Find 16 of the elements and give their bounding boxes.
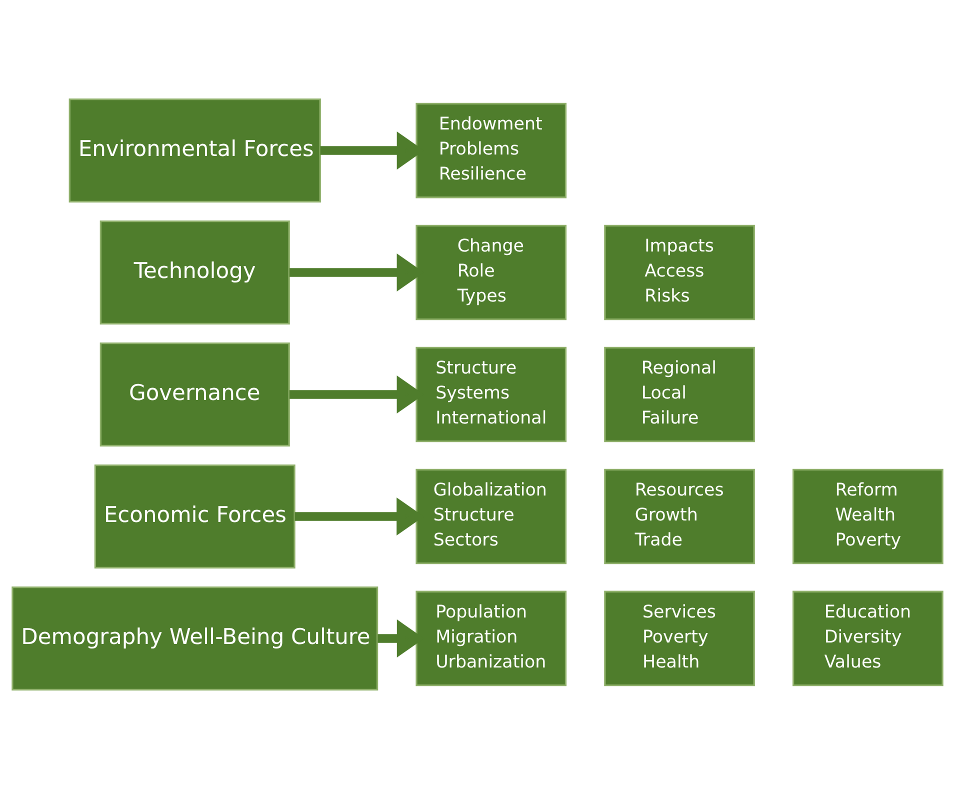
node-box: Demography Well-Being Culture [12, 586, 378, 690]
node-box: Resources Growth Trade [604, 468, 755, 564]
node-box: Population Migration Urbanization [416, 590, 567, 686]
node-box: Globalization Structure Sectors [416, 468, 567, 564]
node-box: Impacts Access Risks [604, 224, 755, 320]
node-box: Education Diversity Values [792, 590, 944, 686]
node-box: Endowment Problems Resilience [416, 102, 567, 198]
node-box: Change Role Types [416, 224, 567, 320]
node-box: Reform Wealth Poverty [792, 468, 944, 564]
node-box: Governance [100, 342, 290, 446]
node-box: Technology [100, 220, 290, 325]
node-box: Economic Forces [94, 464, 296, 568]
node-box: Environmental Forces [68, 98, 321, 203]
node-box: Structure Systems International [416, 346, 567, 442]
node-box: Services Poverty Health [604, 590, 755, 686]
node-box: Regional Local Failure [604, 346, 755, 442]
